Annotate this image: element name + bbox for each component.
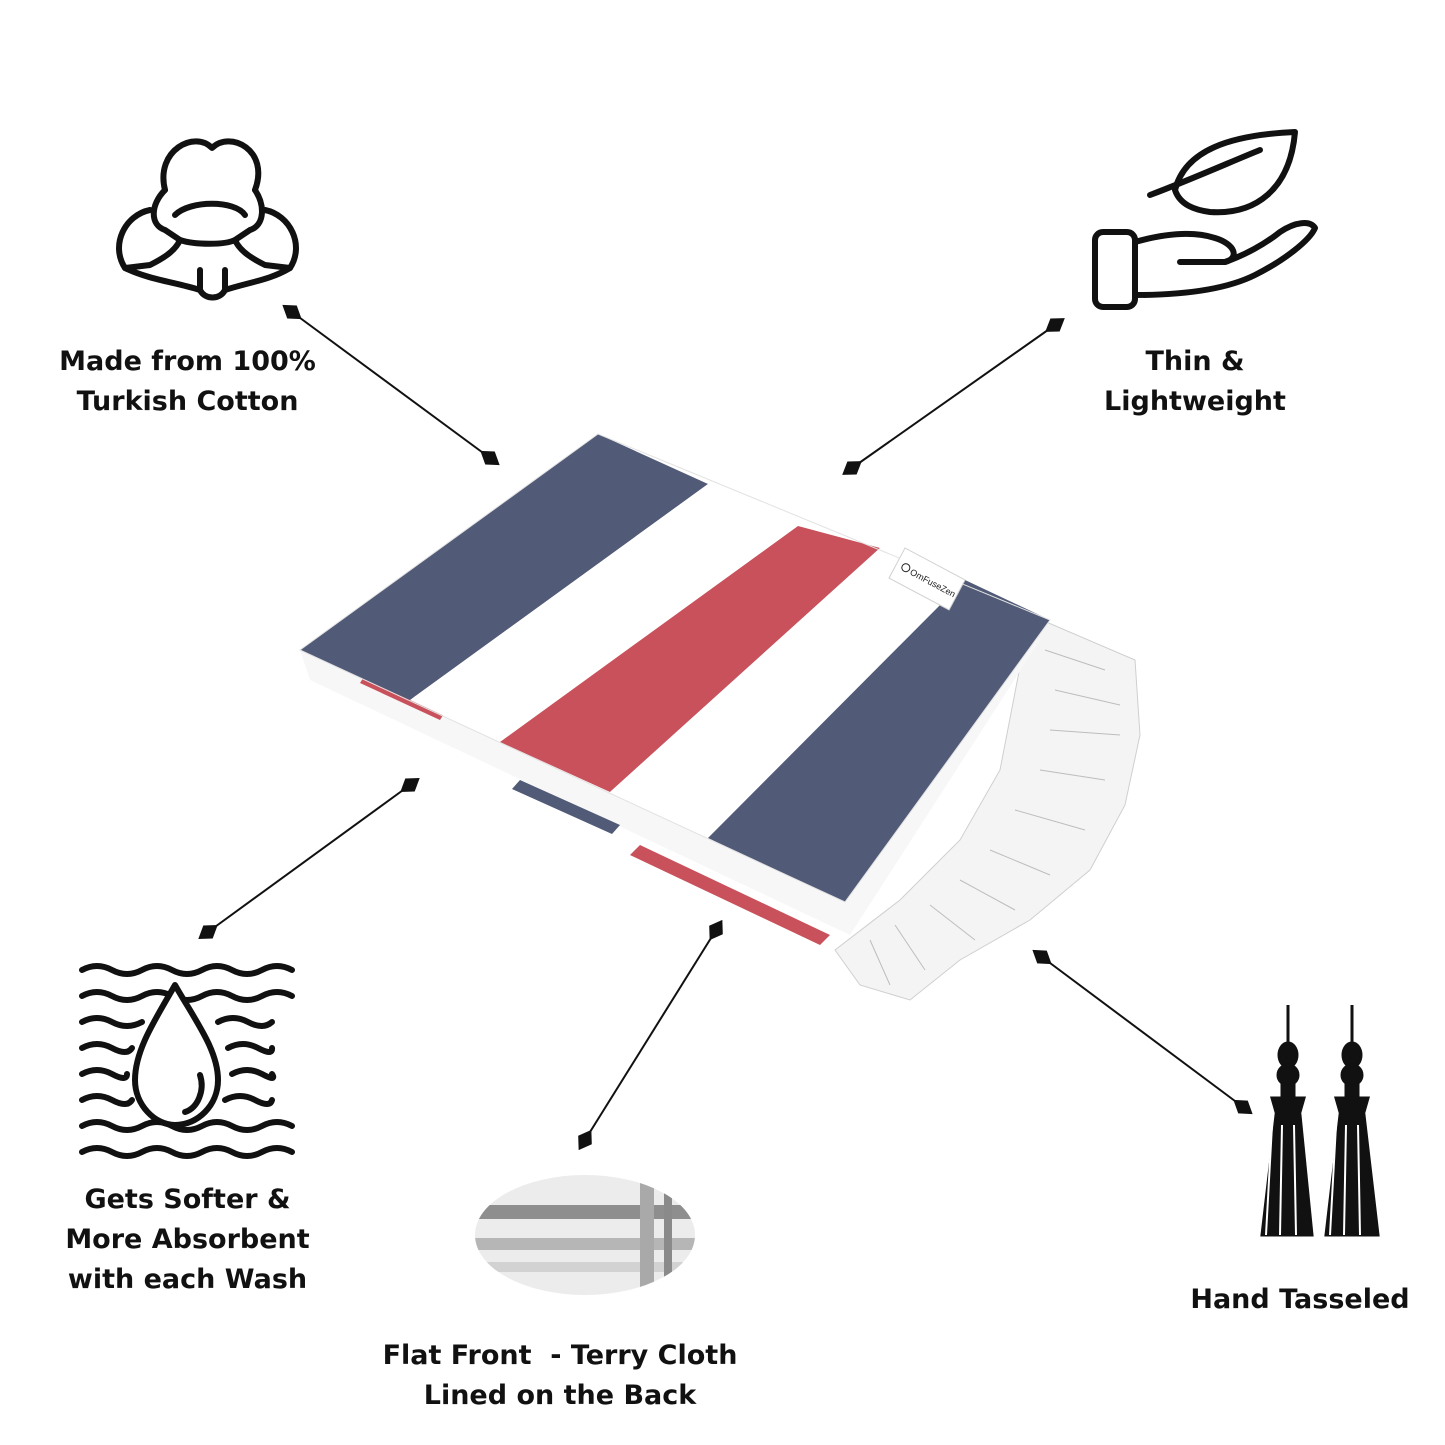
terry-label-line-1: Flat Front - Terry Cloth — [382, 1340, 738, 1371]
connector-arrows — [198, 304, 1253, 1151]
terry-cloth-swatch — [475, 1175, 695, 1295]
towel-fringe — [834, 614, 1141, 1001]
lightweight-label-line-1: Thin & — [1145, 346, 1245, 377]
striped-towel-image: OmFuseZen — [299, 433, 1141, 1001]
cotton-boll-icon — [116, 138, 299, 301]
lightweight-feature-label: Thin & Lightweight — [1060, 342, 1330, 422]
lightweight-label-line-2: Lightweight — [1104, 386, 1286, 417]
absorbent-label-line-2: More Absorbent — [65, 1224, 310, 1255]
terry-label-line-2: Lined on the Back — [423, 1380, 697, 1411]
cotton-label-line-2: Turkish Cotton — [76, 386, 299, 417]
arrow-lightweight — [842, 318, 1065, 475]
terry-feature-label: Flat Front - Terry Cloth Lined on the Ba… — [360, 1336, 760, 1416]
stripe-navy-1 — [300, 434, 708, 700]
arrow-absorbent — [198, 777, 420, 940]
water-drop-waves-icon — [79, 963, 295, 1159]
stripe-red — [500, 526, 880, 792]
tassels-label-line-1: Hand Tasseled — [1190, 1284, 1410, 1315]
arrow-terry — [578, 919, 723, 1151]
stripe-white-1 — [410, 484, 798, 742]
absorbent-label-line-1: Gets Softer & — [84, 1184, 291, 1215]
arrow-cotton — [282, 304, 500, 466]
tassels-icon — [1260, 1005, 1380, 1237]
stripe-navy-2 — [708, 580, 1050, 902]
arrow-tassels — [1032, 949, 1253, 1115]
cotton-label-line-1: Made from 100% — [59, 346, 316, 377]
cotton-feature-label: Made from 100% Turkish Cotton — [35, 342, 340, 422]
brand-tag: OmFuseZen — [888, 547, 966, 611]
stripe-white-2 — [610, 548, 965, 838]
hand-leaf-icon — [1092, 129, 1318, 310]
absorbent-label-line-3: with each Wash — [67, 1264, 308, 1295]
tassels-feature-label: Hand Tasseled — [1175, 1280, 1425, 1320]
absorbent-feature-label: Gets Softer & More Absorbent with each W… — [35, 1180, 340, 1300]
